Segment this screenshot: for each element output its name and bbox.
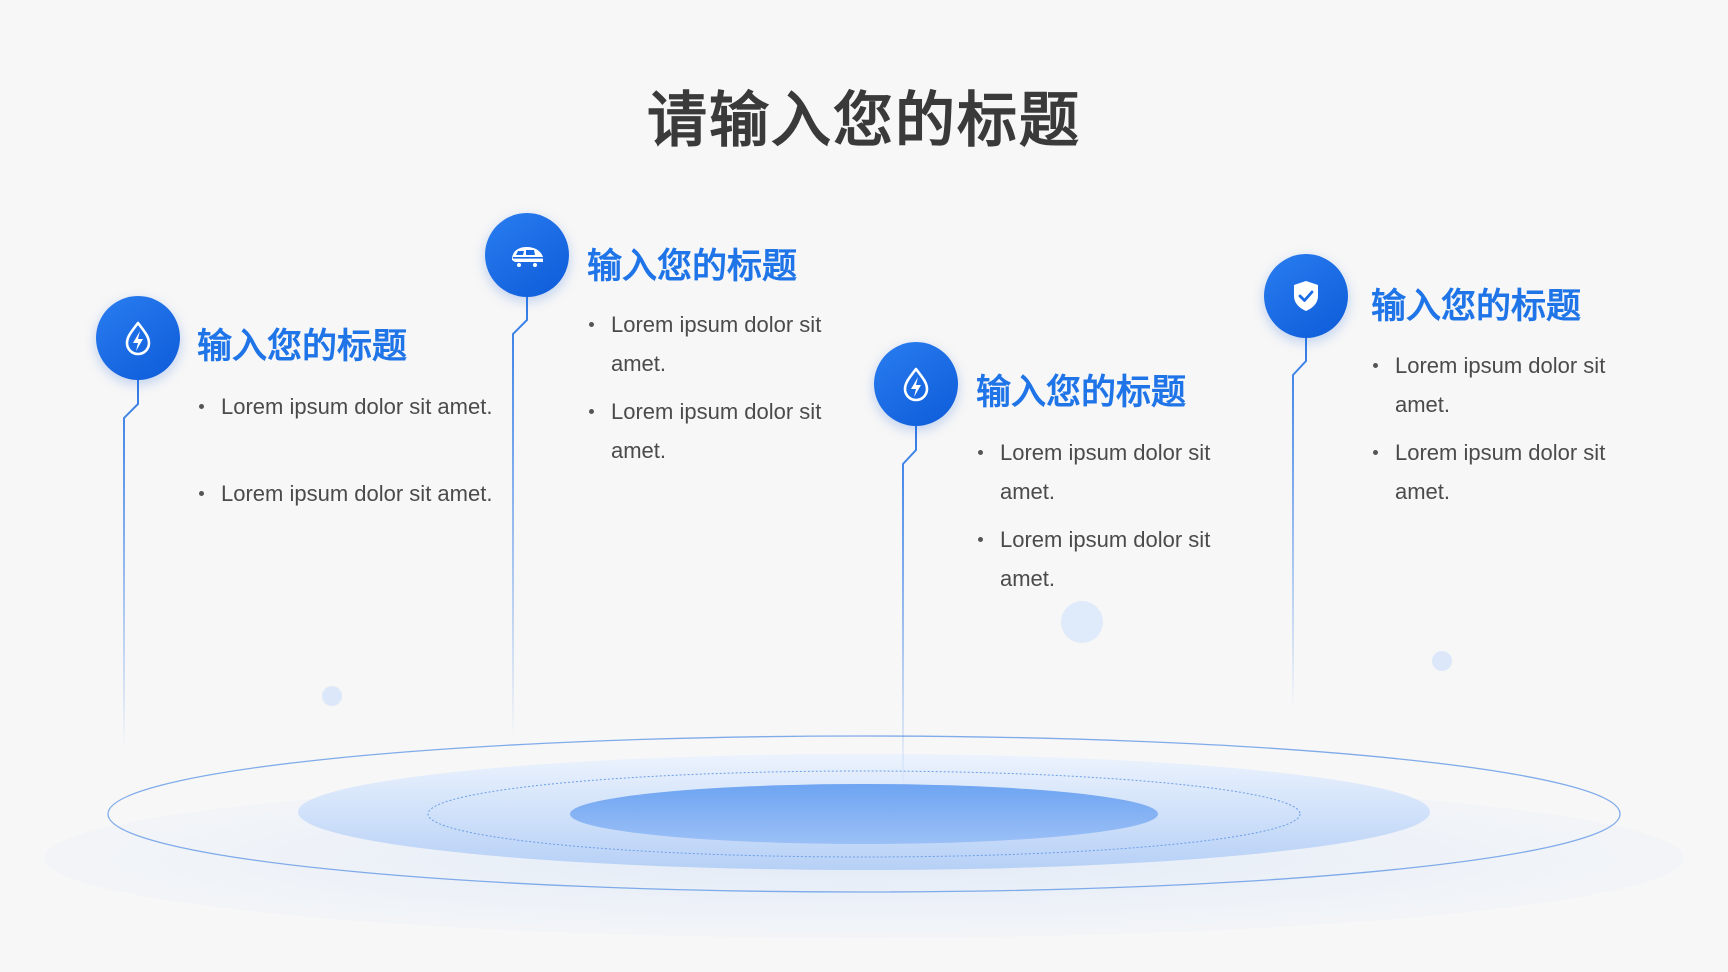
item-4-bullets: Lorem ipsum dolor sit amet. Lorem ipsum … (1371, 346, 1631, 511)
item-4-icon-circle (1264, 254, 1348, 338)
item-1-title: 输入您的标题 (197, 327, 408, 367)
list-item: Lorem ipsum dolor sit amet. (976, 520, 1236, 598)
list-item: Lorem ipsum dolor sit amet. (197, 474, 517, 513)
list-item: Lorem ipsum dolor sit amet. (587, 392, 847, 470)
list-item: Lorem ipsum dolor sit amet. (1371, 346, 1631, 424)
page-title: 请输入您的标题 (647, 86, 1081, 156)
list-item: Lorem ipsum dolor sit amet. (1371, 433, 1631, 511)
item-2-bullets: Lorem ipsum dolor sit amet. Lorem ipsum … (587, 305, 847, 470)
item-1-icon-circle (96, 296, 180, 380)
item-1-bullets: Lorem ipsum dolor sit amet. Lorem ipsum … (197, 387, 517, 513)
list-item: Lorem ipsum dolor sit amet. (197, 387, 517, 426)
item-2-icon-circle (485, 213, 569, 297)
item-4-title: 输入您的标题 (1371, 287, 1582, 327)
water-drop-bolt-icon (125, 321, 151, 356)
water-drop-bolt-icon (903, 367, 929, 402)
list-item: Lorem ipsum dolor sit amet. (587, 305, 847, 383)
train-icon (512, 247, 543, 267)
item-3-bullets: Lorem ipsum dolor sit amet. Lorem ipsum … (976, 433, 1236, 598)
list-item: Lorem ipsum dolor sit amet. (976, 433, 1236, 511)
item-2-title: 输入您的标题 (587, 247, 798, 287)
shield-check-icon (1294, 281, 1318, 311)
item-3-title: 输入您的标题 (976, 373, 1187, 413)
item-3-icon-circle (874, 342, 958, 426)
